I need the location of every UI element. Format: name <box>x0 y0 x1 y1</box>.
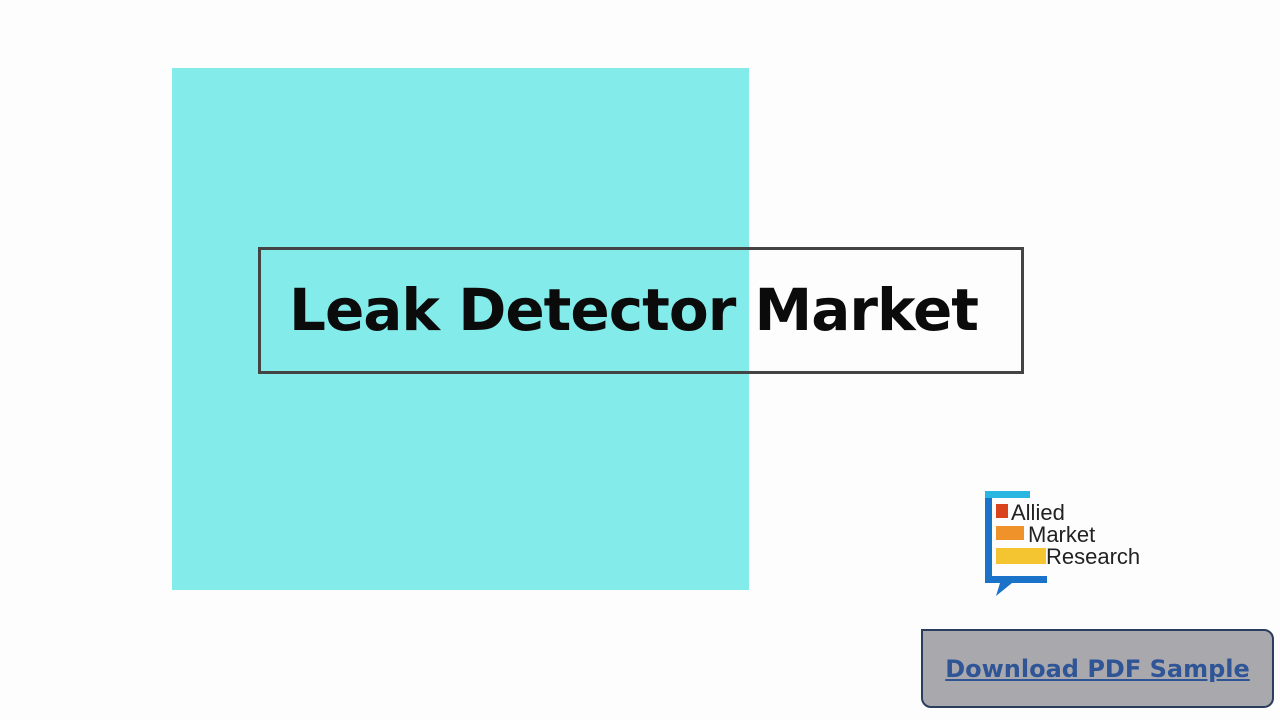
logo-text-market: Market <box>1028 522 1096 547</box>
title-frame <box>258 247 1024 374</box>
download-pdf-sample-button[interactable]: Download PDF Sample <box>921 629 1274 708</box>
logo-text-allied: Allied <box>1011 500 1065 525</box>
allied-market-research-logo: Allied Market Research <box>982 488 1162 598</box>
cyan-background-block <box>172 68 749 590</box>
logo-text-research: Research <box>1046 544 1141 569</box>
download-pdf-sample-link[interactable]: Download PDF Sample <box>945 654 1250 683</box>
logo-speech-bubble-icon <box>985 491 1047 596</box>
page-title: Leak Detector Market <box>289 276 979 344</box>
